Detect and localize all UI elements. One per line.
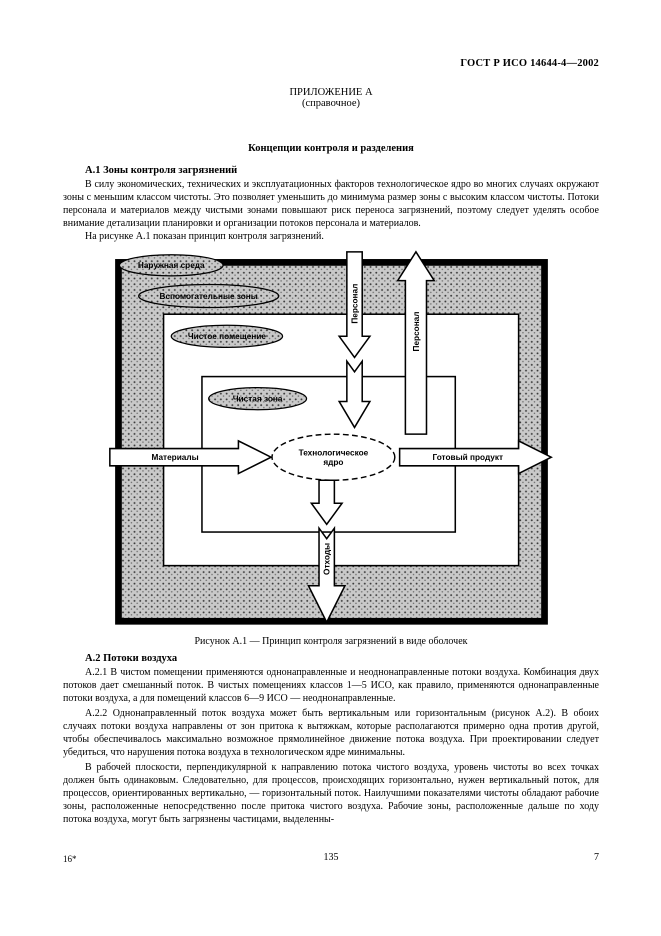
- materials-arrow: [108, 439, 273, 475]
- page-footer: 16* 135 7: [63, 852, 599, 866]
- page-number-right: 7: [594, 852, 599, 863]
- cleanroom-label-bg: [170, 324, 283, 348]
- cleanzone-label-bg: [207, 386, 307, 411]
- materials-label: Материалы: [151, 453, 198, 462]
- waste-arrow-upper: [309, 479, 344, 526]
- signature-mark: 16*: [63, 854, 77, 864]
- standard-number: ГОСТ Р ИСО 14644-4—2002: [460, 58, 599, 69]
- subsection-a1-heading: А.1 Зоны контроля загрязнений: [85, 165, 238, 176]
- paragraph-a2-3: В рабочей плоскости, перпендикулярной к …: [63, 762, 599, 825]
- waste-label: Отходы: [322, 543, 331, 575]
- paragraph-a2-1: А.2.1 В чистом помещении применяются одн…: [63, 667, 599, 704]
- page-number-center: 135: [323, 852, 339, 863]
- personnel-in-arrow-lower: [337, 358, 371, 429]
- contamination-control-diagram: Наружная среда Вспомогательные зоны Чист…: [108, 250, 553, 625]
- environment-label: Наружная среда: [137, 261, 204, 270]
- cleanroom-label: Чистое помещение: [187, 332, 266, 341]
- personnel-in-label: Персонал: [350, 284, 359, 324]
- product-label: Готовый продукт: [432, 453, 503, 462]
- core-label-line2: ядро: [323, 458, 343, 467]
- paragraph-a1-2: На рисунке А.1 показан принцип контроля …: [85, 231, 324, 242]
- core-label-line1: Технологическое: [298, 448, 368, 457]
- paragraph-a2-2: А.2.2 Однонаправленный поток воздуха мож…: [63, 708, 599, 758]
- figure-caption: Рисунок А.1 — Принцип контроля загрязнен…: [194, 636, 468, 647]
- personnel-out-arrow: [395, 250, 436, 435]
- figure-a1: Наружная среда Вспомогательные зоны Чист…: [63, 248, 599, 633]
- subsection-a2-heading: А.2 Потоки воздуха: [85, 653, 178, 664]
- auxiliary-label-bg: [137, 283, 279, 309]
- paragraph-a1-1: В силу экономических, технических и эксп…: [63, 179, 599, 229]
- personnel-out-label: Персонал: [411, 311, 420, 351]
- waste-arrow-lower: [306, 525, 346, 624]
- personnel-in-arrow-upper: [337, 251, 371, 359]
- appendix-title: ПРИЛОЖЕНИЕ А: [289, 87, 373, 98]
- auxiliary-label: Вспомогательные зоны: [159, 292, 257, 301]
- environment-label-bg: [118, 254, 224, 277]
- cleanzone-label: Чистая зона: [232, 395, 282, 404]
- section-title: Концепции контроля и разделения: [248, 143, 414, 154]
- product-arrow: [398, 439, 553, 475]
- appendix-subtitle: (справочное): [302, 98, 360, 109]
